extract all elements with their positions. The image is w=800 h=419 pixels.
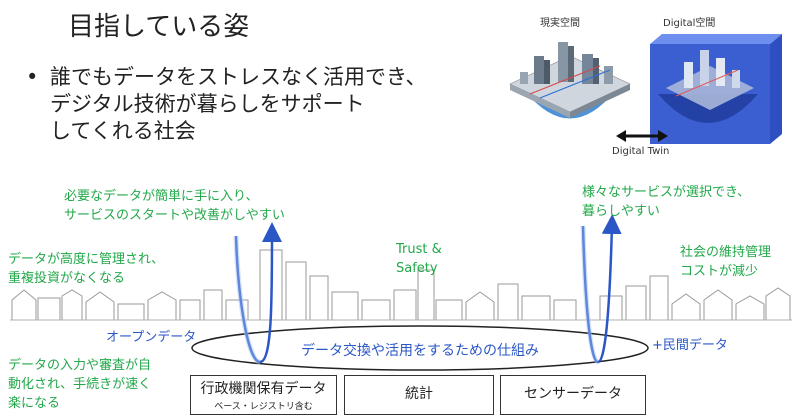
digital-twin-illustration [509, 34, 782, 144]
sensor-data-label: センサーデータ [524, 386, 622, 402]
annotation-top-right: 様々なサービスが選択でき、 暮らしやすい [582, 183, 750, 221]
annotation-top-right-line-1: 様々なサービスが選択でき、 [582, 185, 751, 200]
real-space-label: 現実空間 [540, 18, 580, 29]
annotation-bottom-left-line-2: 動化され、手続きが速く [8, 377, 152, 392]
bullet-line-2: デジタル技術が暮らしをサポート [50, 92, 365, 116]
right-flow-arrow [581, 214, 622, 364]
stats-label: 統計 [405, 386, 433, 402]
annotation-top-left: 必要なデータが簡単に手に入り、 サービスのスタートや改善がしやすい [64, 187, 285, 225]
private-data-label: +民間データ [652, 338, 728, 353]
annotation-bottom-left: データの入力や審査が自 動化され、手続きが速く 楽になる [8, 356, 151, 413]
bullet-text: • 誰でもデータをストレスなく活用でき、 デジタル技術が暮らしをサポート してく… [26, 64, 427, 145]
annotation-left-line-2: 重複投資がなくなる [8, 271, 126, 286]
bullet-line-1: 誰でもデータをストレスなく活用でき、 [50, 65, 427, 89]
double-arrow-icon [616, 130, 668, 142]
bullet-line-3: してくれる社会 [50, 119, 196, 143]
bullet-marker: • [26, 65, 39, 89]
digital-cube-icon [650, 34, 782, 144]
annotation-right-line-2: コストが減少 [680, 264, 759, 279]
ellipse-label: データ交換や活用をするための仕組み [301, 343, 539, 359]
annotation-bottom-left-line-1: データの入力や審査が自 [8, 358, 152, 373]
annotation-top-right-line-2: 暮らしやすい [582, 204, 660, 219]
annotation-right-line-1: 社会の維持管理 [680, 245, 772, 260]
annotation-trust-line-1: Trust & [396, 242, 442, 257]
sensor-data-box: センサーデータ [500, 375, 646, 415]
annotation-top-left-line-1: 必要なデータが簡単に手に入り、 [64, 189, 259, 204]
page-title: 目指している姿 [68, 12, 250, 42]
annotation-trust: Trust & Safety [396, 240, 442, 278]
data-exchange-ellipse [191, 325, 649, 371]
gov-data-label: 行政機関保有データ [200, 381, 327, 397]
annotation-left-line-1: データが高度に管理され、 [8, 252, 165, 267]
digital-space-label: Digital空間 [663, 18, 716, 29]
annotation-bottom-left-line-3: 楽になる [8, 396, 61, 411]
left-flow-arrow [234, 222, 282, 364]
gov-data-box: 行政機関保有データ ベース・レジストリ含む [190, 375, 337, 415]
real-city-icon [509, 42, 631, 119]
annotation-left: データが高度に管理され、 重複投資がなくなる [8, 250, 164, 288]
open-data-label: オープンデータ [106, 330, 197, 345]
digital-twin-label: Digital Twin [612, 146, 670, 157]
city-skyline-icon [11, 249, 791, 321]
stats-box: 統計 [344, 375, 494, 415]
annotation-right: 社会の維持管理 コストが減少 [680, 243, 771, 281]
annotation-trust-line-2: Safety [396, 261, 438, 276]
gov-data-sublabel: ベース・レジストリ含む [214, 402, 313, 412]
annotation-top-left-line-2: サービスのスタートや改善がしやすい [64, 208, 285, 223]
